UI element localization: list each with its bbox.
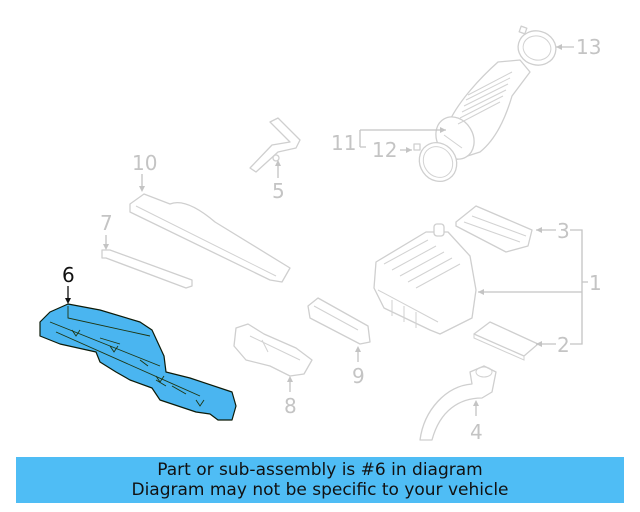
callout-8[interactable]: 8 <box>284 394 297 418</box>
callout-12[interactable]: 12 <box>372 138 397 162</box>
callout-2[interactable]: 2 <box>557 333 570 357</box>
callout-13[interactable]: 13 <box>576 35 601 59</box>
part-5-vent-hose[interactable] <box>249 117 301 173</box>
banner-line-disclaimer: Diagram may not be specific to your vehi… <box>131 480 509 500</box>
callout-5[interactable]: 5 <box>272 179 285 203</box>
callout-1[interactable]: 1 <box>589 271 602 295</box>
callout-9[interactable]: 9 <box>352 364 365 388</box>
callout-11[interactable]: 11 <box>331 131 356 155</box>
part-10-cover[interactable] <box>129 193 291 283</box>
banner-line-part: Part or sub-assembly is #6 in diagram <box>157 460 483 480</box>
part-2-filter[interactable] <box>473 321 539 361</box>
callout-6[interactable]: 6 <box>62 263 75 287</box>
part-3-lid[interactable] <box>455 205 533 253</box>
part-9-seal[interactable] <box>307 297 371 345</box>
callout-10[interactable]: 10 <box>132 151 157 175</box>
part-13-clamp[interactable] <box>514 25 560 69</box>
info-banner: Part or sub-assembly is #6 in diagram Di… <box>16 457 624 503</box>
callout-4[interactable]: 4 <box>470 420 483 444</box>
part-6-air-duct[interactable] <box>39 303 237 421</box>
part-8-bracket[interactable] <box>233 323 313 377</box>
part-4-hose[interactable] <box>419 365 497 441</box>
part-7-strip[interactable] <box>101 249 193 289</box>
callout-7[interactable]: 7 <box>100 211 113 235</box>
part-1-air-cleaner[interactable] <box>373 223 477 335</box>
callout-3[interactable]: 3 <box>557 219 570 243</box>
part-12-clamp[interactable] <box>412 135 464 188</box>
